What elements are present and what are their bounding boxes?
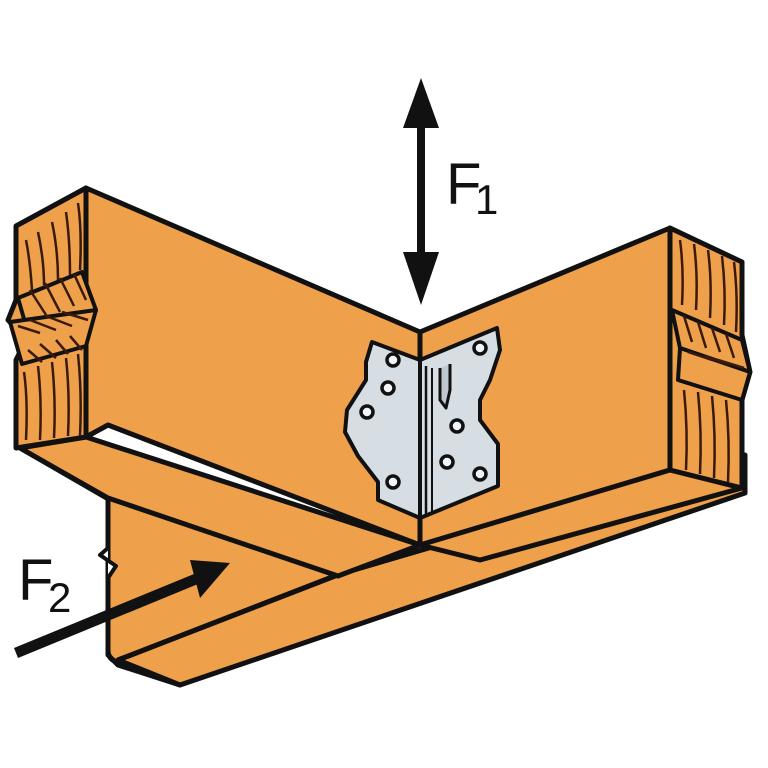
nail-hole [359, 404, 375, 420]
left-joist-grain [17, 202, 89, 441]
f2-arrow-head [190, 560, 230, 598]
f1-arrow-shaft [417, 110, 425, 260]
f2-arrow-shaft [14, 574, 198, 658]
f1-label-main: F [446, 152, 481, 217]
nail-hole [385, 352, 401, 368]
nail-hole [439, 454, 455, 470]
force-f1-label: F 1 [446, 152, 498, 223]
force-f2-arrow [14, 560, 230, 658]
f2-label-sub: 2 [48, 574, 71, 621]
nail-hole [472, 340, 488, 356]
f2-label-main: F [18, 548, 53, 613]
nail-hole [380, 380, 396, 396]
f1-label-sub: 1 [475, 176, 498, 223]
right-joist-grain [678, 239, 745, 483]
f1-arrow-head-down [403, 252, 439, 305]
force-f1-arrow [403, 78, 439, 305]
nail-hole [472, 466, 488, 482]
f1-arrow-head-up [403, 78, 439, 128]
nail-hole [449, 418, 465, 434]
nail-hole [385, 474, 401, 490]
force-f2-label: F 2 [18, 548, 71, 621]
connector-nail-holes [359, 340, 488, 490]
